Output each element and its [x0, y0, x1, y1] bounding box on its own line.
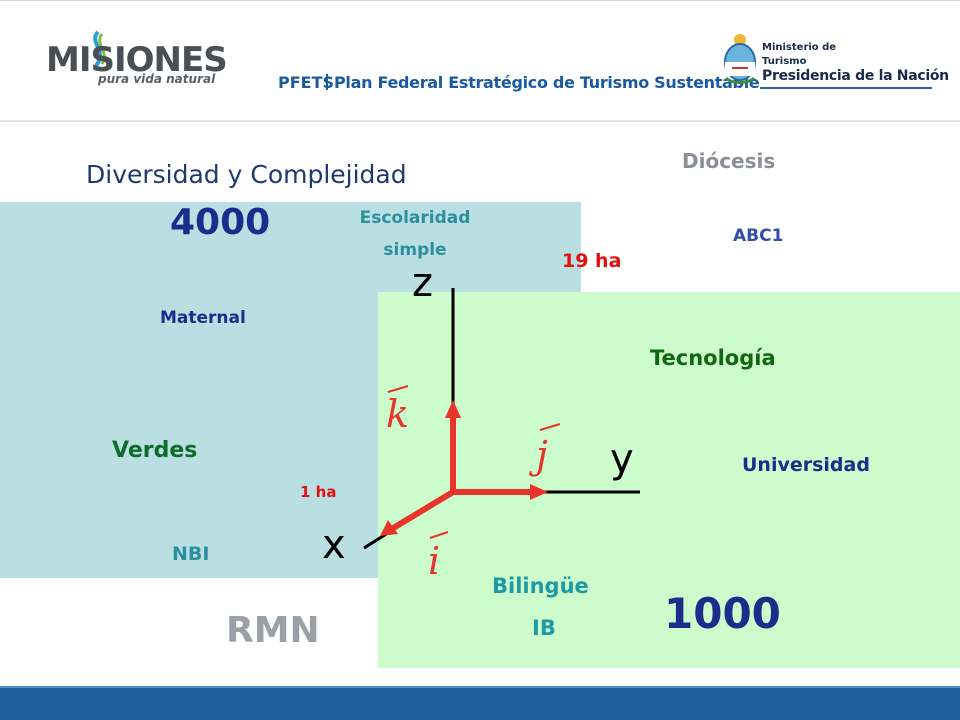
top-border-line [0, 0, 960, 1]
label-rmn: RMN [226, 610, 320, 651]
national-coat-of-arms-icon [724, 34, 756, 84]
label-maternal: Maternal [160, 308, 246, 328]
logo-wordmark: MISIONES [46, 40, 228, 80]
label-4000: 4000 [170, 202, 271, 243]
k-vector-label: k [386, 392, 409, 436]
logo-tagline: pura vida natural [98, 72, 216, 86]
j-arrowhead [530, 484, 548, 500]
green-region [378, 292, 960, 668]
k-label-arrow [387, 385, 409, 393]
k-arrowhead [445, 400, 461, 418]
x-axis-label: x [322, 522, 346, 568]
label-bilingue: Bilingüe [492, 574, 589, 598]
label-ib: IB [532, 616, 556, 640]
plan-separator [326, 74, 328, 90]
label-tecnologia: Tecnología [650, 346, 776, 370]
label-19-ha: 19 ha [562, 250, 622, 272]
label-diocesis: Diócesis [682, 149, 776, 173]
label-abc1: ABC1 [733, 226, 784, 246]
header-divider [0, 120, 960, 122]
axes-diagram: z y x k j i [322, 262, 640, 583]
label-nbi: NBI [172, 543, 210, 565]
plan-full-name: Plan Federal Estratégico de Turismo Sust… [334, 73, 760, 92]
i-arrowhead [380, 520, 398, 536]
i-vector [388, 489, 455, 533]
ministry-underline [760, 87, 932, 89]
misiones-logo [40, 30, 240, 100]
z-axis-label: z [412, 262, 433, 306]
label-1000: 1000 [664, 589, 781, 638]
ministry-line-1: Ministerio de [762, 42, 837, 53]
i-vector-label: i [428, 539, 440, 583]
label-escolaridad: Escolaridad [359, 208, 471, 228]
label-verdes: Verdes [112, 438, 198, 463]
ministry-line-2: Turismo [762, 56, 807, 67]
misiones-swoosh-icon [93, 30, 106, 68]
label-1-ha: 1 ha [300, 483, 337, 501]
label-simple: simple [383, 240, 447, 260]
plan-abbreviation: PFETS [278, 73, 335, 92]
footer-accent-line [0, 686, 960, 688]
ministry-logo [710, 20, 936, 98]
ministry-line-3: Presidencia de la Nación [762, 68, 949, 84]
y-axis-label: y [610, 436, 634, 482]
footer-bar [0, 688, 960, 720]
slide-title: Diversidad y Complejidad [86, 160, 407, 189]
i-label-arrow [429, 531, 449, 539]
j-label-arrow [539, 423, 561, 431]
j-vector-label: j [529, 433, 548, 477]
label-universidad: Universidad [742, 454, 870, 476]
